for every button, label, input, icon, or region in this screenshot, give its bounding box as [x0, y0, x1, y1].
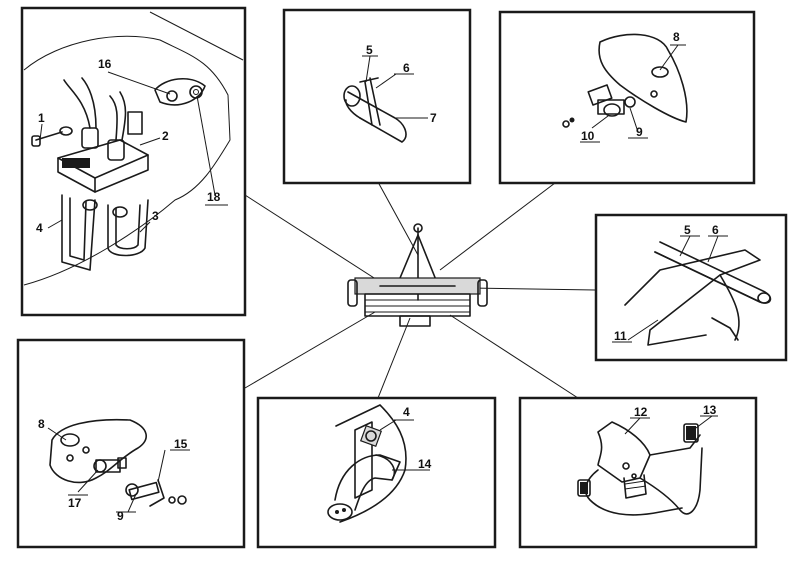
panel-1-valve-assembly: 1 2 3 4 16 18: [20, 6, 247, 317]
panel-2-tube-clip: 5 6 7: [282, 8, 472, 185]
callout: 14: [418, 457, 432, 471]
panel-6-pipe-clamp: 4 14: [256, 396, 497, 549]
callout: 9: [117, 509, 124, 523]
callout: 4: [36, 221, 43, 235]
callout: 12: [634, 405, 648, 419]
callout: 8: [38, 417, 45, 431]
callout: 11: [614, 329, 627, 343]
callout: 10: [581, 129, 595, 143]
callout: 15: [174, 437, 188, 451]
callout: 1: [38, 111, 45, 125]
panel-3-valve-plate: 8 9 10: [498, 10, 756, 185]
connector-lines: [244, 181, 596, 399]
callout: 2: [162, 129, 169, 143]
callout: 5: [684, 223, 691, 237]
panel-5-valve-exploded: 8 17 9 15: [16, 338, 246, 549]
panel-4-tube-plate: 5 6 11: [594, 213, 788, 362]
callout: 8: [673, 30, 680, 44]
callout: 17: [68, 496, 82, 510]
callout: 6: [403, 61, 410, 75]
callout: 16: [98, 57, 112, 71]
callout: 18: [207, 190, 221, 204]
callout: 5: [366, 43, 373, 57]
callout: 7: [430, 111, 437, 125]
callout: 4: [403, 405, 410, 419]
panel-7-wire-bracket: 12 13: [518, 396, 758, 549]
callout: 6: [712, 223, 719, 237]
callout: 13: [703, 403, 717, 417]
callout: 3: [152, 209, 159, 223]
machine-overview: [347, 223, 488, 327]
callout: 9: [636, 125, 643, 139]
